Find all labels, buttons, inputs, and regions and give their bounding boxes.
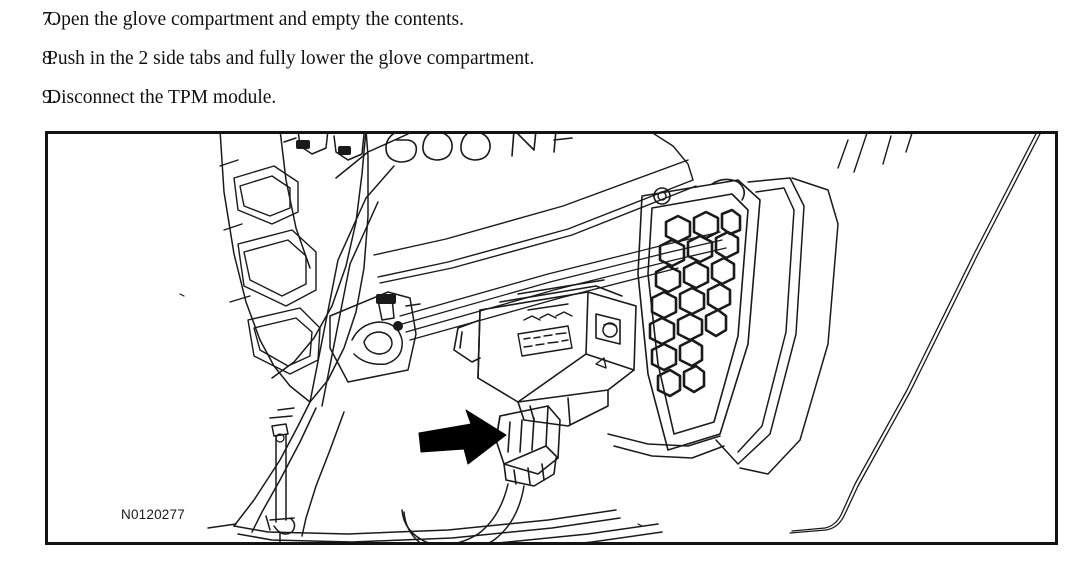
- honeycomb-duct: [637, 178, 761, 451]
- contour-hatch-marks: [837, 134, 913, 173]
- step-number: 7.: [42, 9, 57, 30]
- step-text: Open the glove compartment and empty the…: [47, 9, 464, 30]
- technical-illustration: [179, 134, 1041, 542]
- lower-duct-panel: [607, 177, 839, 475]
- instrument-panel-brace: [309, 134, 409, 407]
- step-number: 8.: [42, 48, 57, 69]
- embossed-lettering: [385, 134, 573, 163]
- step-text: Disconnect the TPM module.: [47, 87, 277, 108]
- console-ribs: [219, 159, 321, 375]
- instrument-panel-right-contour: [789, 134, 1041, 534]
- figure-frame: N0120277: [45, 131, 1058, 545]
- tpm-module-connector: [495, 405, 561, 487]
- disconnect-arrow: [418, 409, 507, 465]
- list-item: 7. Open the glove compartment and empty …: [0, 5, 1000, 35]
- detail-marks: [179, 293, 643, 527]
- glove-compartment-door: [207, 401, 663, 542]
- step-number: 9.: [42, 87, 57, 108]
- console-fasteners: [283, 134, 365, 161]
- wire-harness: [401, 483, 525, 542]
- console-left-body: [219, 134, 369, 403]
- module-label: [517, 303, 607, 369]
- door-hinge-pin: [265, 407, 296, 542]
- cowl-upper-edge: [373, 134, 697, 284]
- hinge-bracket: [329, 291, 421, 383]
- tpm-module: [453, 279, 637, 427]
- list-item: 8. Push in the 2 side tabs and fully low…: [0, 44, 1000, 74]
- step-text: Push in the 2 side tabs and fully lower …: [47, 48, 535, 69]
- list-item: 9. Disconnect the TPM module.: [0, 83, 1000, 113]
- figure-id-label: N0120277: [121, 507, 185, 522]
